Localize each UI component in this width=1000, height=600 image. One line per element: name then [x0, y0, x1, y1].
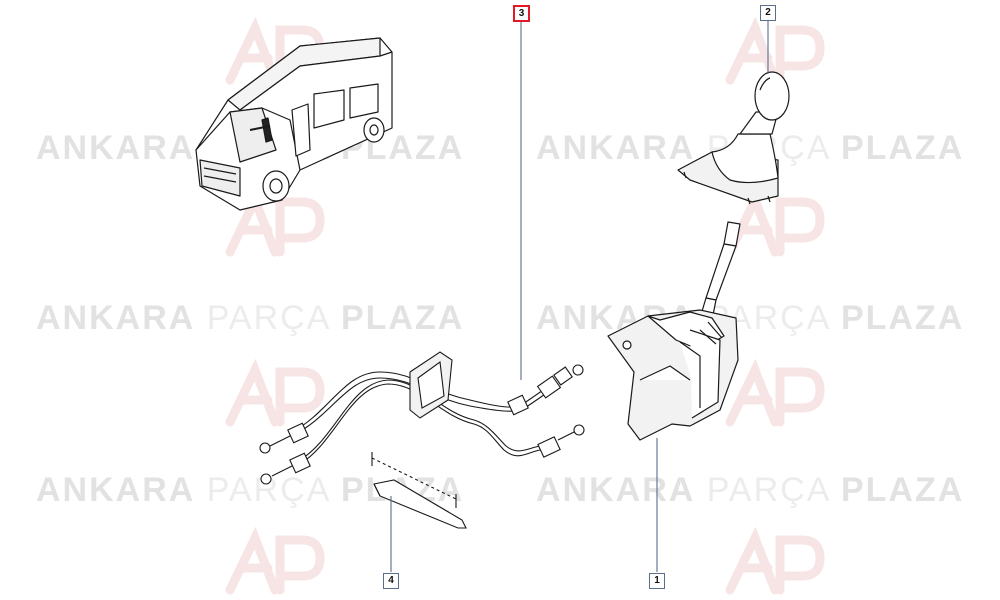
- leader-lines: [390, 20, 769, 572]
- watermark-text: ANKARA PARÇA PLAZA: [36, 471, 462, 509]
- callout-2[interactable]: 2: [760, 5, 776, 21]
- watermark-text: ANKARA PARÇA PLAZA: [36, 299, 465, 337]
- ap-logo: [225, 16, 825, 595]
- watermark-text: ANKARA PARÇA PLAZA: [536, 471, 965, 509]
- cable-tie: [371, 452, 467, 529]
- cable-fittings: [259, 351, 585, 485]
- van-illustration: [195, 37, 393, 211]
- gear-lever-housing: [607, 221, 741, 441]
- callout-4[interactable]: 4: [383, 573, 399, 589]
- callout-1[interactable]: 1: [649, 573, 665, 589]
- callout-3[interactable]: 3: [513, 5, 530, 22]
- gear-knob-boot: [677, 71, 790, 205]
